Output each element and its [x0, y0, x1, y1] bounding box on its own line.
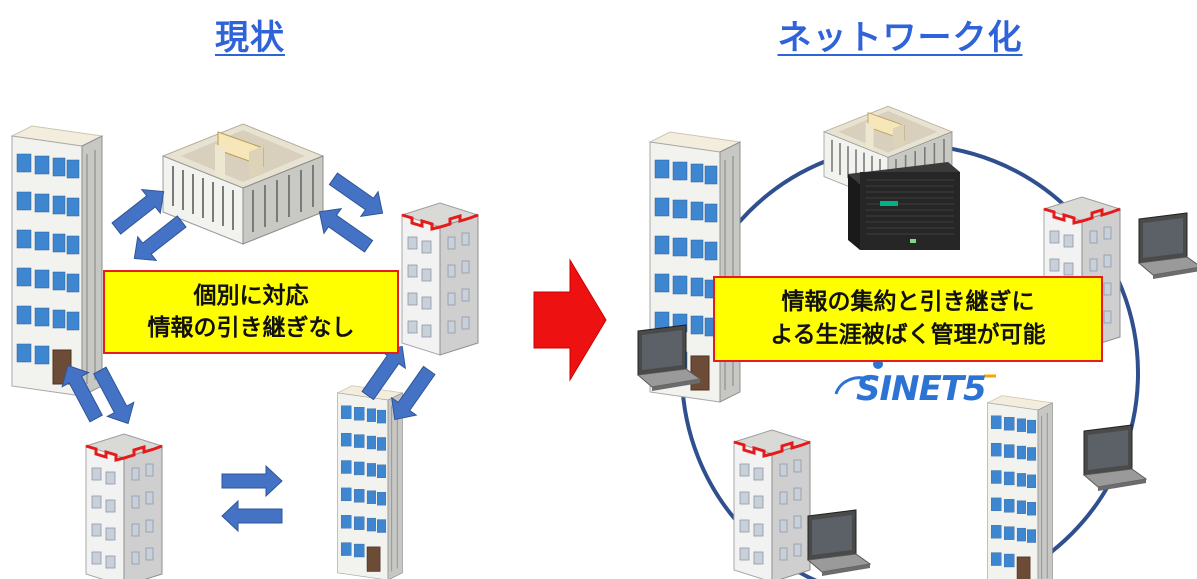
- callout-line: よる生涯被ばく管理が可能: [770, 322, 1046, 348]
- office-building-icon: [11, 125, 103, 397]
- arrow-right-icon: [221, 465, 283, 497]
- panel-title-current: 現状: [215, 18, 285, 58]
- apartment-building-icon: [84, 432, 164, 579]
- office-building-icon: [337, 385, 403, 579]
- server-icon: [848, 162, 960, 250]
- right-panel: [637, 105, 1197, 579]
- sinet-logo-text: SINET5: [856, 369, 987, 409]
- arrow-left-icon: [221, 500, 283, 532]
- arrow-down-icon: [86, 362, 142, 432]
- laptop-icon: [807, 509, 871, 577]
- shop-building-icon: [162, 123, 324, 245]
- right-arrow-icon: [533, 258, 607, 382]
- apartment-building-icon: [400, 201, 480, 357]
- panel-title-network: ネットワーク化: [777, 18, 1023, 58]
- laptop-icon: [1138, 212, 1197, 280]
- callout-current-state: 個別に対応 情報の引き継ぎなし: [103, 270, 399, 354]
- callout-line: 情報の引き継ぎなし: [147, 315, 355, 341]
- callout-line: 情報の集約と引き継ぎに: [781, 289, 1035, 315]
- callout-line: 個別に対応: [193, 283, 309, 309]
- office-building-icon: [987, 395, 1053, 579]
- callout-network-state: 情報の集約と引き継ぎに よる生涯被ばく管理が可能: [713, 276, 1103, 362]
- apartment-building-icon: [732, 428, 812, 579]
- laptop-icon: [1083, 424, 1147, 492]
